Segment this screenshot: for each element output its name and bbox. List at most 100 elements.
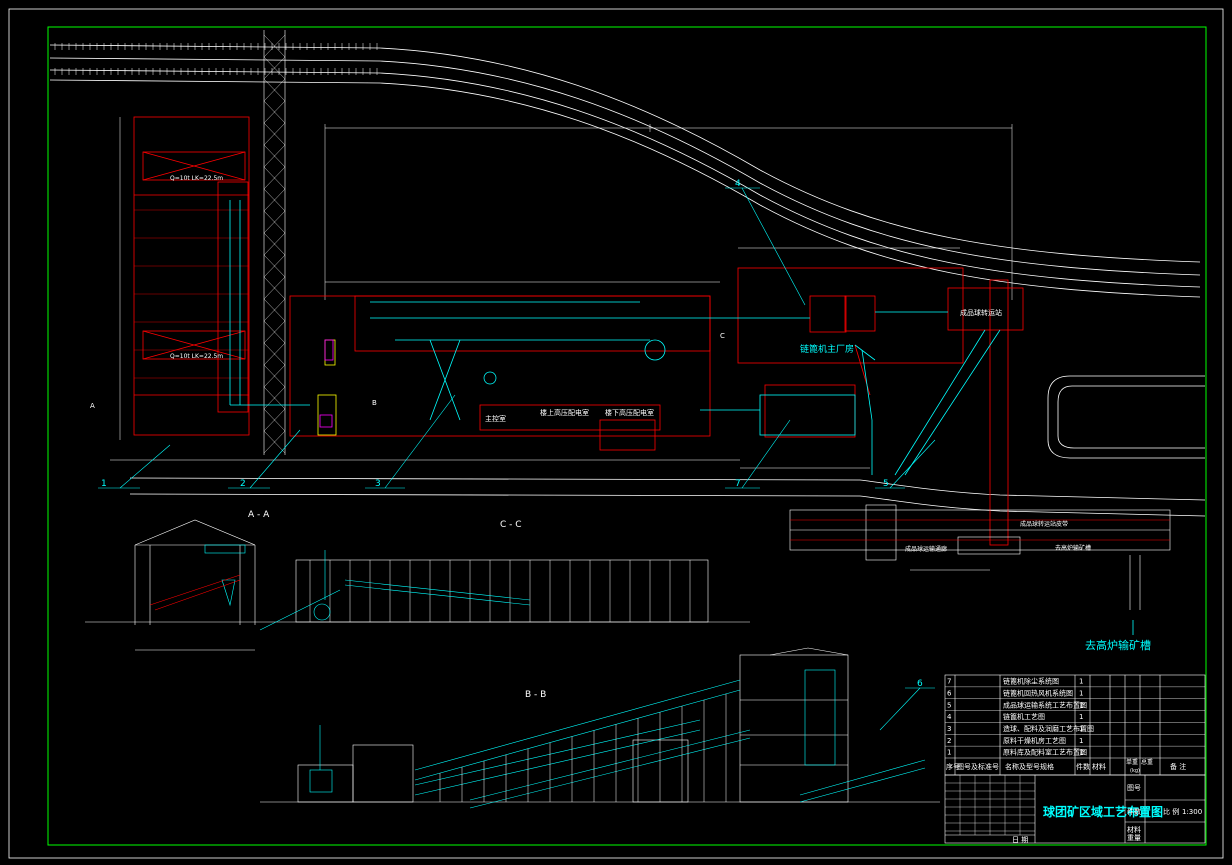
section-bb-title: B - B xyxy=(525,690,546,700)
section-mark-b: B xyxy=(372,399,377,407)
section-aa-red xyxy=(149,574,241,611)
label-control-room: 主控室 xyxy=(485,414,506,423)
scale-label: 比 例 xyxy=(1163,807,1179,816)
bom-header-no: 序号 xyxy=(946,762,960,771)
section-cc-title: C - C xyxy=(500,520,522,530)
section-aa-title: A - A xyxy=(248,510,270,520)
lattice-tower xyxy=(263,30,286,455)
bom-cell-qty: 1 xyxy=(1079,678,1083,686)
bom-cell-qty: 1 xyxy=(1079,725,1083,733)
drawing-title: 球团矿区域工艺布置图 xyxy=(1043,804,1163,819)
scale-value: 1:300 xyxy=(1182,808,1202,816)
tick-line xyxy=(263,298,286,322)
tick-line xyxy=(263,342,286,366)
section-cc xyxy=(295,559,709,623)
tick-line xyxy=(263,232,286,256)
label-rotary-kiln: 链篦机主厂房 xyxy=(800,343,854,355)
corridor-red xyxy=(790,519,1170,541)
tick-line xyxy=(263,144,286,168)
bom-row-lines xyxy=(945,686,1205,747)
callout-6: 6 xyxy=(917,679,923,689)
bom-cell-name: 原料干燥机房工艺图 xyxy=(1003,736,1066,745)
section-bb-conveyor xyxy=(309,669,926,809)
material-label: 材料 xyxy=(1127,825,1141,834)
magenta-equipment xyxy=(319,339,334,428)
section-cc-eq xyxy=(259,550,531,631)
bom-cell-no: 5 xyxy=(947,701,951,709)
bom-cell-qty: 1 xyxy=(1079,737,1083,745)
bom-cell-name: 链篦机工艺图 xyxy=(1003,712,1045,721)
tick-line xyxy=(263,78,286,102)
callout-leaders xyxy=(98,187,936,731)
bom-cell-no: 3 xyxy=(947,725,951,733)
inner-frame xyxy=(47,26,1207,846)
callout-3: 3 xyxy=(375,479,381,489)
tick-line xyxy=(263,188,286,212)
section-cc-columns xyxy=(309,560,691,622)
tick-line xyxy=(263,56,286,80)
section-mark-c: C xyxy=(720,332,725,340)
crane-label-b: Q=10t LK=22.5m xyxy=(170,353,223,360)
tick-line xyxy=(263,122,286,146)
bom-cell-qty: 1 xyxy=(1079,701,1083,709)
bom-cell-qty: 1 xyxy=(1079,749,1083,757)
bom-header-remark: 备 注 xyxy=(1170,762,1186,771)
outer-frame xyxy=(8,8,1224,859)
section-bb-piers xyxy=(439,693,727,802)
tick-line xyxy=(263,430,286,454)
bom-header-qty: 件数 xyxy=(1076,762,1090,771)
tick-line xyxy=(263,166,286,190)
tick-line xyxy=(263,254,286,278)
main-plant-plan xyxy=(289,267,1024,546)
raw-material-building xyxy=(133,116,250,436)
title-block-left-lines xyxy=(945,775,1035,835)
railway-tracks xyxy=(49,44,1201,298)
corridor-plan xyxy=(789,504,1171,610)
tick-line xyxy=(263,276,286,300)
bom-header-total-weight: 总重 xyxy=(1141,758,1153,766)
callout-5: 5 xyxy=(883,479,889,489)
callout-2: 2 xyxy=(240,479,246,489)
bom-cell-no: 4 xyxy=(947,713,952,721)
date-label: 日 期 xyxy=(1012,836,1028,844)
bom-cell-no: 1 xyxy=(947,749,951,757)
bom-header-weight-unit: (kg) xyxy=(1130,768,1140,774)
section-aa-cyan xyxy=(204,544,246,607)
bom-header-name: 名称及型号规格 xyxy=(1005,762,1054,771)
label-belt1: 成品球转运站皮带 xyxy=(1020,520,1068,528)
plan-dimensions xyxy=(110,117,1013,469)
callout-4: 4 xyxy=(735,179,741,189)
tower-bracing xyxy=(263,34,286,454)
bom-cell-name: 链篦机除尘系统图 xyxy=(1003,677,1059,686)
callout-1: 1 xyxy=(101,479,107,489)
tick-line xyxy=(263,408,286,432)
label-corridor: 成品球运输通廊 xyxy=(905,545,947,553)
section-mark-a: A xyxy=(90,402,95,410)
bom-cell-no: 7 xyxy=(947,678,951,686)
equipment-lines xyxy=(229,200,1001,476)
bom-header-unit-weight: 单重 xyxy=(1126,758,1138,766)
railway-ties xyxy=(54,43,378,75)
drawing-no-label: 图号 xyxy=(1127,784,1141,792)
tick-line xyxy=(263,320,286,344)
bom-cell-no: 6 xyxy=(947,689,952,697)
bom-cell-name: 链篦机回热风机系统图 xyxy=(1003,688,1073,697)
label-lower-hv-room: 楼下高压配电室 xyxy=(605,408,654,417)
label-belt2: 去高炉输矿槽 xyxy=(1055,544,1091,552)
bom-header-drawing: 图号及标准号 xyxy=(957,762,999,771)
bom-cell-qty: 1 xyxy=(1079,689,1083,697)
bom-cell-name: 原料库及配料室工艺布置图 xyxy=(1003,748,1087,757)
count-label: 件数 xyxy=(1127,807,1141,816)
section-bb xyxy=(260,647,940,803)
crane-label-a: Q=10t LK=22.5m xyxy=(170,175,223,182)
label-transfer-station: 成品球转运站 xyxy=(960,308,1002,317)
bom-table-grid xyxy=(944,674,1206,776)
bom-cell-qty: 1 xyxy=(1079,713,1083,721)
tick-line xyxy=(263,34,286,58)
tick-line xyxy=(263,364,286,388)
label-to-blast-furnace: 去高炉输矿槽 xyxy=(1085,638,1151,652)
label-upper-hv-room: 楼上高压配电室 xyxy=(540,408,589,417)
road-lines xyxy=(129,375,1206,517)
